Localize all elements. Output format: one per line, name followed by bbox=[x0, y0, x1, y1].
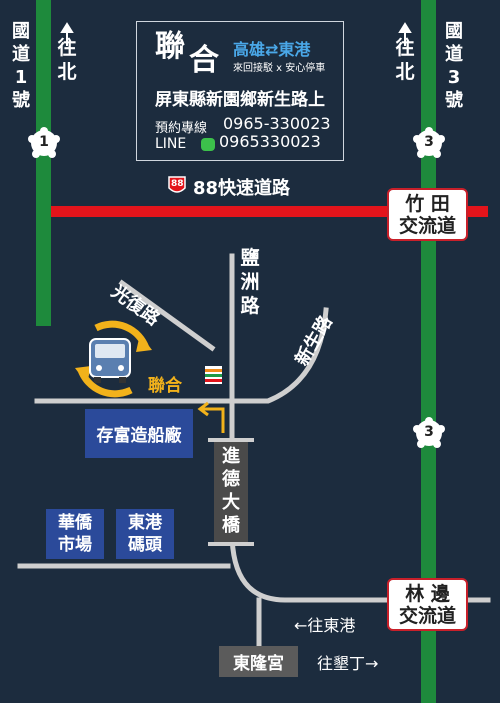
bus-logo-icon bbox=[75, 320, 152, 398]
shield-3-top-icon bbox=[413, 127, 445, 158]
expressway-88-shield-icon bbox=[168, 176, 186, 193]
expressway-name: 88快速道路 bbox=[193, 178, 291, 199]
shipyard-label: 存富造船廠 bbox=[96, 426, 182, 446]
shield-3-top-number: 3 bbox=[424, 134, 434, 150]
shield-3-bottom-icon bbox=[413, 417, 445, 448]
temple-box: 東隆宮 bbox=[219, 646, 298, 677]
company-tagline: 來回接駁 x 安心停車 bbox=[233, 63, 326, 74]
zhutian-line1: 竹 田 bbox=[405, 193, 450, 215]
guangfu-road bbox=[118, 279, 216, 352]
phone-label: 預約專線 bbox=[155, 121, 208, 136]
linbian-line1: 林 邊 bbox=[405, 583, 450, 605]
wharf-box: 東港 碼頭 bbox=[116, 509, 174, 559]
expressway-shield-number: 88 bbox=[171, 179, 184, 189]
line-app-icon bbox=[201, 138, 215, 151]
bridge-symbol bbox=[208, 438, 254, 546]
company-logo-text: 聯合 bbox=[148, 376, 182, 396]
temple-label: 東隆宮 bbox=[233, 654, 284, 674]
shield-1-icon bbox=[28, 127, 60, 158]
expressway-88-road bbox=[51, 206, 488, 217]
freeway-1-road bbox=[36, 0, 51, 326]
market-box: 華僑 市場 bbox=[46, 509, 104, 559]
turn-arrow-icon bbox=[197, 401, 225, 433]
bridge-label: 進德大橋 bbox=[222, 446, 240, 536]
convenience-store-icon bbox=[205, 366, 222, 384]
to-kenting-label: 往墾丁→ bbox=[317, 654, 379, 673]
company-info-panel: 聯 合 高雄⇄東港 來回接駁 x 安心停車 屏東縣新園鄉新生路上 預約專線 09… bbox=[136, 21, 344, 161]
to-donggang-label: ←往東港 bbox=[294, 616, 356, 635]
line-id[interactable]: 0965330023 bbox=[219, 132, 321, 151]
company-name-char2: 合 bbox=[189, 43, 219, 78]
market-line1: 華僑 bbox=[58, 513, 92, 533]
company-name-char1: 聯 bbox=[155, 29, 185, 64]
shield-1-number: 1 bbox=[39, 134, 49, 150]
linbian-line2: 交流道 bbox=[398, 605, 456, 627]
xinsheng-road bbox=[34, 307, 329, 404]
wharf-line2: 碼頭 bbox=[128, 535, 162, 555]
north-text-left: 往北 bbox=[57, 37, 77, 83]
freeway-3-label: 國道3號 bbox=[445, 21, 463, 111]
zhutian-interchange: 竹 田 交流道 bbox=[387, 188, 468, 241]
phone-number[interactable]: 0965-330023 bbox=[223, 114, 331, 133]
company-address: 屏東縣新園鄉新生路上 bbox=[155, 90, 325, 110]
zhutian-line2: 交流道 bbox=[398, 215, 456, 237]
company-route: 高雄⇄東港 bbox=[233, 40, 311, 59]
shield-3-bottom-number: 3 bbox=[424, 424, 434, 440]
linbian-interchange: 林 邊 交流道 bbox=[387, 578, 468, 631]
market-line2: 市場 bbox=[58, 535, 92, 555]
line-label: LINE bbox=[155, 136, 187, 152]
shipyard-box: 存富造船廠 bbox=[85, 409, 193, 458]
wharf-line1: 東港 bbox=[128, 513, 162, 533]
yanzhou-road-label: 鹽洲路 bbox=[240, 247, 260, 317]
yanzhou-road bbox=[229, 253, 491, 603]
north-text-right: 往北 bbox=[395, 37, 415, 83]
freeway-3-road bbox=[421, 0, 436, 703]
freeway-1-label: 國道1號 bbox=[12, 21, 30, 111]
